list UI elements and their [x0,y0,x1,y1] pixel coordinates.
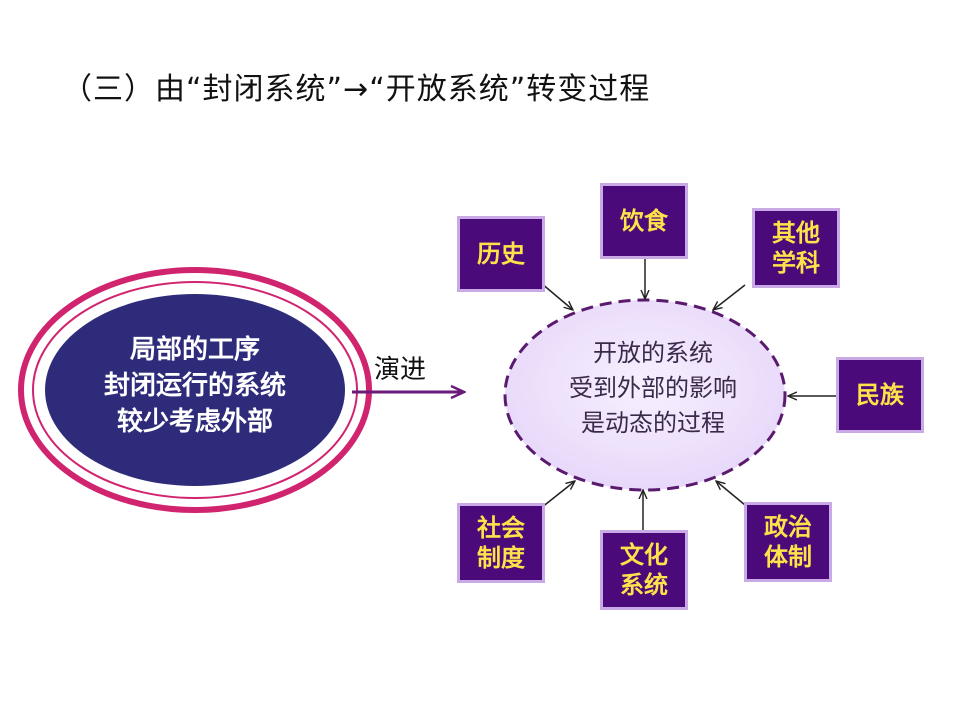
factor-label-line-1: 政治 [764,513,812,541]
factor-label: 历史 [477,240,525,268]
factor-box-ethnicity: 民族 [836,357,924,433]
factor-label-line-1: 其他 [772,219,820,247]
factor-box-cultural-system: 文化 系统 [600,530,688,610]
factor-label-line-1: 文化 [620,541,668,569]
factor-label-line-2: 系统 [620,571,668,599]
closed-system-text: 局部的工序 封闭运行的系统 较少考虑外部 [60,332,330,440]
closed-system-line-3: 较少考虑外部 [116,407,273,437]
arrow-other-disciplines [713,284,746,310]
factor-box-history: 历史 [457,216,545,292]
factor-label: 饮食 [620,207,668,235]
evolve-label: 演进 [374,355,427,385]
factor-label-line-1: 社会 [477,514,525,542]
factor-box-diet: 饮食 [600,183,688,259]
closed-system-inner-ring [32,281,358,499]
factor-box-other-disciplines: 其他 学科 [752,208,840,288]
arrow-social-system [540,481,575,509]
factor-label: 民族 [856,381,904,409]
factor-label-line-2: 学科 [772,249,820,277]
factor-label-line-2: 体制 [764,543,812,571]
closed-system-ellipse [45,294,345,486]
closed-system-line-2: 封闭运行的系统 [103,371,286,401]
open-system-ellipse [503,298,787,492]
factor-box-political-system: 政治 体制 [744,502,832,582]
slide-title: （三）由“封闭系统”→“开放系统”转变过程 [62,72,651,107]
open-system-line-3: 是动态的过程 [581,409,725,437]
factor-label-line-2: 制度 [477,544,525,572]
open-system-line-2: 受到外部的影响 [569,374,737,402]
open-system-line-1: 开放的系统 [593,339,713,367]
arrow-history [540,282,573,310]
arrow-political-system [716,481,746,506]
closed-system-line-1: 局部的工序 [129,335,260,365]
factor-box-social-system: 社会 制度 [457,503,545,583]
open-system-text: 开放的系统 受到外部的影响 是动态的过程 [518,336,788,441]
